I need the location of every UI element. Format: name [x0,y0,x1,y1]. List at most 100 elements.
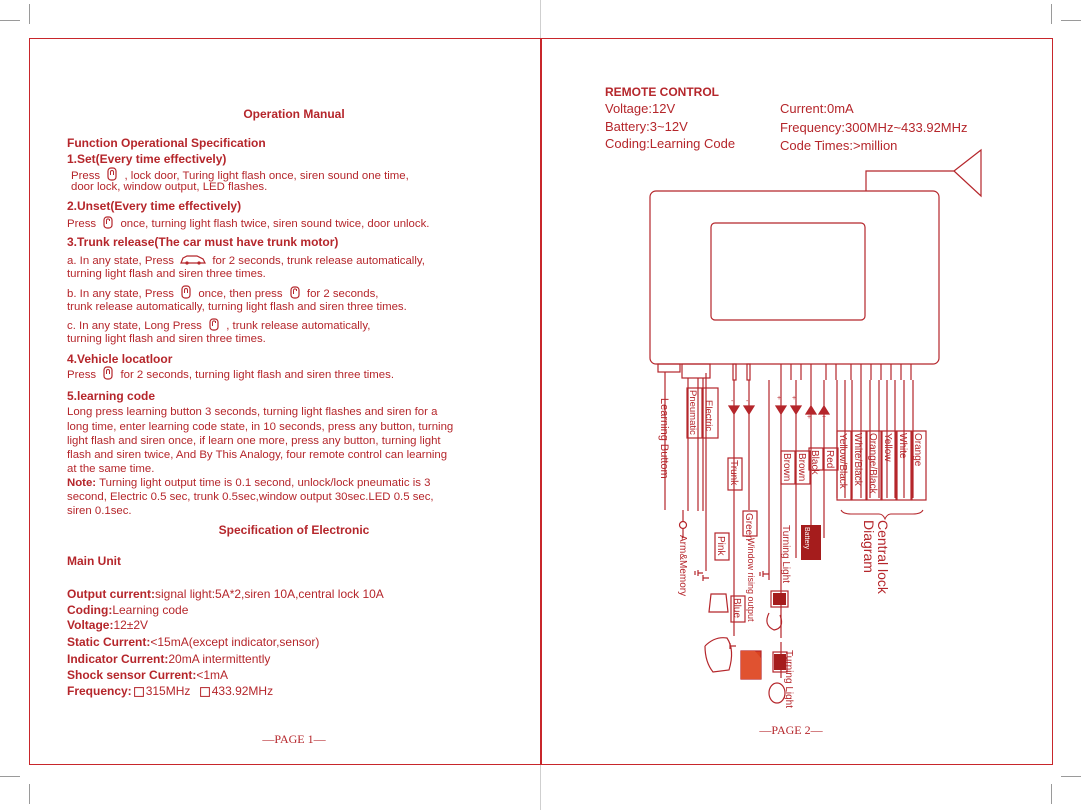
lock-button-icon [179,285,193,299]
freq-option: 433.92MHz [211,684,274,698]
learning-button-label: Learning Buttom [658,398,670,479]
wiring-diagram: ++++ -- Learning Buttom Pneumatic Electr… [649,148,982,708]
spec-label: Coding: [67,603,113,617]
red-wire-label: Red [824,450,835,468]
remote-frequency: Frequency:300MHz~433.92MHz [780,120,968,135]
page-2: REMOTE CONTROL Voltage:12V Battery:3~12V… [541,38,1051,763]
text: Press [71,170,101,182]
spec-title: Specification of Electronic [218,523,370,537]
checkbox-icon [133,687,144,697]
spec-row: Output current:signal light:5A*2,siren 1… [67,587,384,601]
spec-label: Static Current: [67,635,151,649]
remote-title: REMOTE CONTROL [605,85,719,99]
section-title: 3.Trunk release(The car must have trunk … [67,235,339,249]
spec-value: 20mA intermittently [168,652,271,666]
antenna-icon [953,148,982,198]
turning-light-label: Turning Light [783,650,794,708]
sensor-block [741,651,761,679]
text-line: Press once, turning light flash twice, s… [67,215,429,230]
text-line: Press , lock door, Turing light flash on… [71,167,409,182]
crop-mark [1061,776,1081,777]
text: once, turning light flash twice, siren s… [120,218,430,230]
text: , lock door, Turing light flash once, si… [124,170,409,182]
text-line: light flash and siren once, if learn one… [67,435,441,447]
spec-label: Output current: [67,587,155,601]
text-line: siren 0.1sec. [67,505,132,517]
central-lock-label: Central lock [875,520,891,595]
arm-memory-label: Arm&Memory [677,535,688,596]
spec-row: Coding:Learning code [67,603,188,617]
spec-row: Voltage:12±2V [67,618,148,632]
main-unit-panel [710,222,866,321]
battery-block [801,525,821,560]
unlock-button-icon [207,317,221,331]
electric-label: Electric [703,400,714,431]
diagram-label: Diagram [861,520,877,573]
yellow-wire-label: Yellow [882,433,893,462]
remote-battery: Battery:3~12V [605,119,688,134]
antenna-wire [865,170,954,191]
svg-text:+: + [822,414,826,421]
window-output-label: Window rising output [746,538,756,622]
orange-wire-label: Orange [912,433,923,467]
pink-wire-label: Pink [715,536,726,556]
text-line: long time, enter learning code state, in… [67,421,454,433]
lock-button-icon [101,366,115,380]
remote-voltage: Voltage:12V [605,101,676,116]
text: once, then press [198,288,283,300]
spec-row: Static Current:<15mA(except indicator,se… [67,635,319,649]
section-title: 2.Unset(Every time effectively) [67,199,242,213]
text-line: second, Electric 0.5 sec, trunk 0.5sec,w… [67,491,434,503]
text: Turning light output time is 0.1 second,… [96,477,431,489]
text-line: flash and siren twice, And By This Analo… [67,449,448,461]
remote-coding: Coding:Learning Code [605,136,736,151]
svg-text:-: - [746,398,749,405]
svg-text:+: + [807,414,811,421]
svg-text:+: + [777,395,781,402]
freq-option: 315MHz [145,684,191,698]
spec-row: Indicator Current:20mA intermittently [67,652,270,666]
spec-row: Shock sensor Current:<1mA [67,668,228,682]
relay-block [773,593,786,605]
left-page-frame [29,38,541,765]
black-wire-label: Black [809,450,820,475]
text-line: turning light flash and siren three time… [67,268,266,280]
text: Press [67,369,97,381]
crop-mark [1061,20,1081,21]
pneumatic-label: Pneumatic [687,390,698,435]
text: b. In any state, Press [67,288,174,300]
text: Press [67,218,97,230]
right-page-frame [541,38,1053,765]
unlock-button-icon [288,285,302,299]
spec-row: Frequency: 315MHz 433.92MHz [67,684,273,698]
page-header: Operation Manual [243,107,345,121]
svg-text:-: - [731,398,734,405]
spec-value: <15mA(except indicator,sensor) [150,635,320,649]
remote-current: Current:0mA [780,101,854,116]
text: for 2 seconds, turning light flash and s… [120,369,394,381]
orange-black-wire-label: Orange/Black [867,433,878,495]
text: a. In any state, Press [67,255,174,267]
crop-mark [0,20,20,21]
spec-value: signal light:5A*2,siren 10A,central lock… [155,587,384,601]
note-line: Note: Turning light output time is 0.1 s… [67,477,430,489]
battery-label: Battery [803,527,810,550]
unlock-button-icon [101,215,115,229]
crop-mark [1051,4,1052,24]
relay-block [774,654,786,670]
section-title: Function Operational Specification [67,136,266,150]
text-line: c. In any state, Long Press , trunk rele… [67,317,370,332]
text-line: at the same time. [67,463,155,475]
section-title: 5.learning code [67,389,156,403]
text-line: turning light flash and siren three time… [67,333,266,345]
spec-label: Indicator Current: [67,652,169,666]
trunk-button-icon [179,252,207,266]
note-label: Note: [67,477,97,489]
white-wire-label: White [897,433,908,459]
spec-label: Frequency: [67,684,132,698]
section-title: 1.Set(Every time effectively) [67,152,227,166]
spec-value: Learning code [112,603,189,617]
white-black-wire-label: White/Black [852,433,863,487]
crop-mark [1051,784,1052,804]
page-1: Operation Manual Function Operational Sp… [29,38,539,763]
